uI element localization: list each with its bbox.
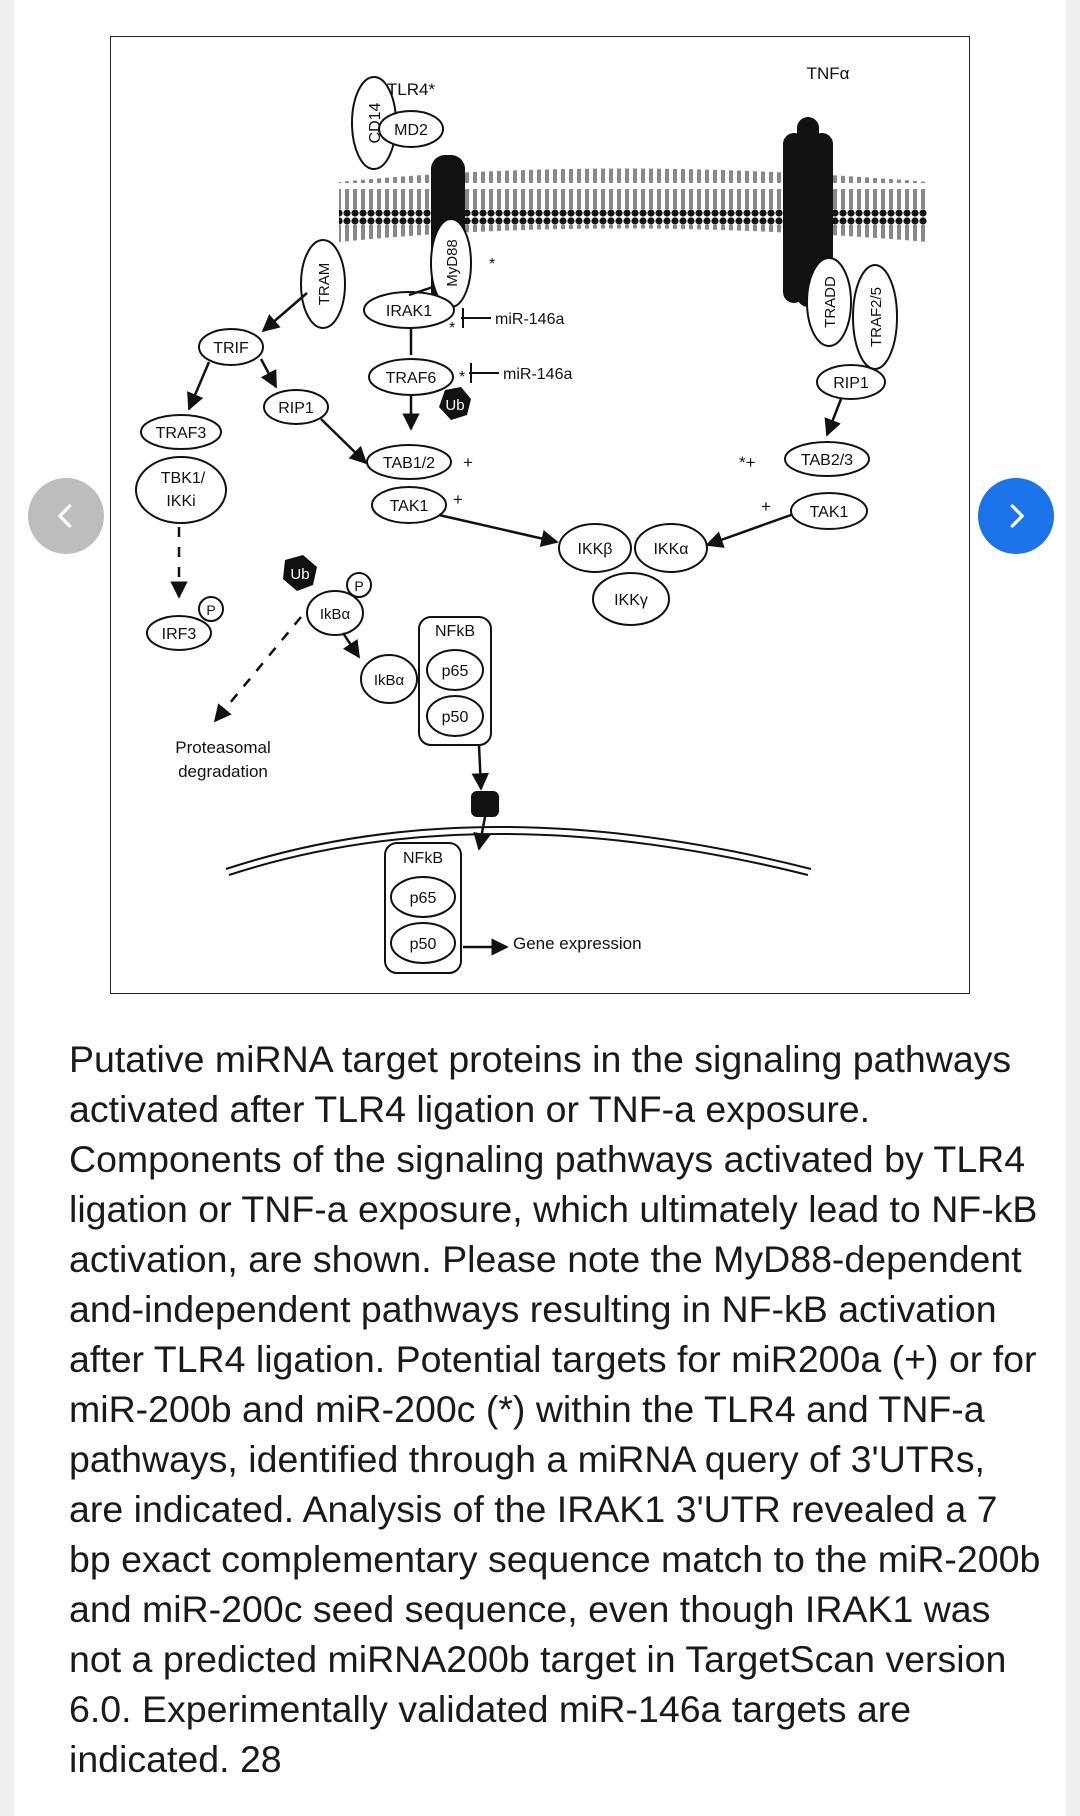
myd88-label: MyD88	[444, 239, 461, 287]
nuclear-membrane	[225, 826, 812, 870]
trif-node	[198, 328, 264, 366]
nuclear-pore	[471, 791, 499, 817]
ub-ikba-label: Ub	[290, 566, 309, 583]
tnfa-label: TNFα	[807, 64, 850, 83]
traf3-node	[140, 414, 222, 450]
phospho-ikba-label: P	[354, 578, 363, 594]
ub-traf6-node	[439, 387, 471, 420]
plus-tak1-left: +	[453, 490, 463, 509]
tbk1-ikki-node	[135, 456, 227, 524]
tram-node	[300, 239, 346, 329]
phospho-irf3-label: P	[206, 602, 215, 618]
rip1-right-label: RIP1	[833, 375, 869, 392]
previous-image-button[interactable]	[28, 478, 104, 554]
cell-membrane	[339, 168, 927, 242]
next-image-button[interactable]	[978, 478, 1054, 554]
proteasomal-label-line2: degradation	[178, 762, 268, 781]
star-traf6: *	[459, 369, 465, 386]
chevron-left-icon	[58, 504, 72, 528]
proteasomal-label-line1: Proteasomal	[175, 738, 270, 757]
md2-label: MD2	[394, 122, 428, 139]
ikkg-node	[592, 572, 670, 626]
traf25-label: TRAF2/5	[868, 287, 885, 347]
plus-tak1-right: +	[761, 497, 771, 516]
nfkb-bottom-label: NFkB	[403, 850, 443, 867]
tab12-label: TAB1/2	[383, 455, 435, 472]
rip1-left-label: RIP1	[278, 400, 314, 417]
irak1-label: IRAK1	[386, 303, 432, 320]
content-card: TNFα TLR4* CD14 MD2 MyD88 * TRAM IRAK1 *…	[14, 0, 1066, 1816]
plus-tab12: +	[463, 453, 473, 472]
irf3-node	[146, 615, 212, 651]
ub-ikba-node	[283, 555, 317, 591]
mir146a-traf6-label: miR-146a	[503, 366, 572, 383]
mir146a-irak1-label: miR-146a	[495, 311, 564, 328]
tlr4-label: TLR4*	[387, 80, 436, 99]
ikka-node	[634, 523, 708, 573]
md2-node	[378, 110, 444, 148]
ikba-mid-label: IkBα	[374, 672, 405, 689]
traf3-label: TRAF3	[156, 425, 207, 442]
p65-top-node	[426, 649, 484, 691]
tbk1-label-line1: TBK1/	[161, 470, 206, 487]
ikba-mid-node	[360, 654, 418, 704]
tradd-node	[806, 257, 852, 347]
phospho-irf3-node	[198, 596, 224, 622]
ikkb-label: IKKβ	[578, 541, 613, 558]
irak1-node	[363, 291, 455, 329]
p50-top-label: p50	[442, 709, 469, 726]
tak1-right-label: TAK1	[810, 504, 849, 521]
phospho-ikba-node	[346, 572, 372, 598]
ub-traf6-label: Ub	[445, 397, 464, 414]
traf6-label: TRAF6	[386, 370, 437, 387]
ikkb-node	[558, 523, 632, 573]
ikka-label: IKKα	[653, 541, 688, 558]
tak1-left-label: TAK1	[390, 498, 429, 515]
ikkg-label: IKKγ	[614, 592, 648, 609]
pathway-diagram: TNFα TLR4* CD14 MD2 MyD88 * TRAM IRAK1 *…	[110, 36, 970, 994]
ikba-top-label: IkBα	[320, 606, 351, 623]
star-irak1: *	[449, 320, 455, 337]
nfkb-top-label: NFkB	[435, 623, 475, 640]
ikba-top-node	[306, 590, 364, 636]
p50-bottom-label: p50	[410, 936, 437, 953]
p50-top-node	[426, 695, 484, 737]
tak1-right-node	[790, 492, 868, 530]
gene-expression-label: Gene expression	[513, 934, 642, 953]
tradd-label: TRADD	[822, 276, 839, 328]
tak1-left-node	[371, 486, 447, 524]
tbk1-label-line2: IKKi	[166, 493, 195, 510]
tab23-node	[784, 441, 870, 477]
figure-caption: Putative miRNA target proteins in the si…	[69, 1038, 1041, 1780]
p50-bottom-node	[390, 922, 456, 964]
pathway-arrows	[170, 285, 843, 956]
tab23-label: TAB2/3	[801, 452, 853, 469]
chevron-right-icon	[1010, 504, 1024, 528]
p65-bottom-label: p65	[410, 890, 437, 907]
starplus-tab23: *+	[739, 453, 756, 472]
star-myd88: *	[489, 256, 495, 273]
p65-top-label: p65	[442, 663, 469, 680]
trif-label: TRIF	[213, 340, 249, 357]
pathway-diagram-svg: TNFα TLR4* CD14 MD2 MyD88 * TRAM IRAK1 *…	[135, 64, 927, 974]
rip1-left-node	[263, 389, 329, 425]
tnf-receptor	[783, 117, 833, 307]
p65-bottom-node	[390, 876, 456, 918]
tram-label: TRAM	[316, 263, 333, 306]
rip1-right-node	[816, 364, 886, 400]
irf3-label: IRF3	[162, 626, 197, 643]
